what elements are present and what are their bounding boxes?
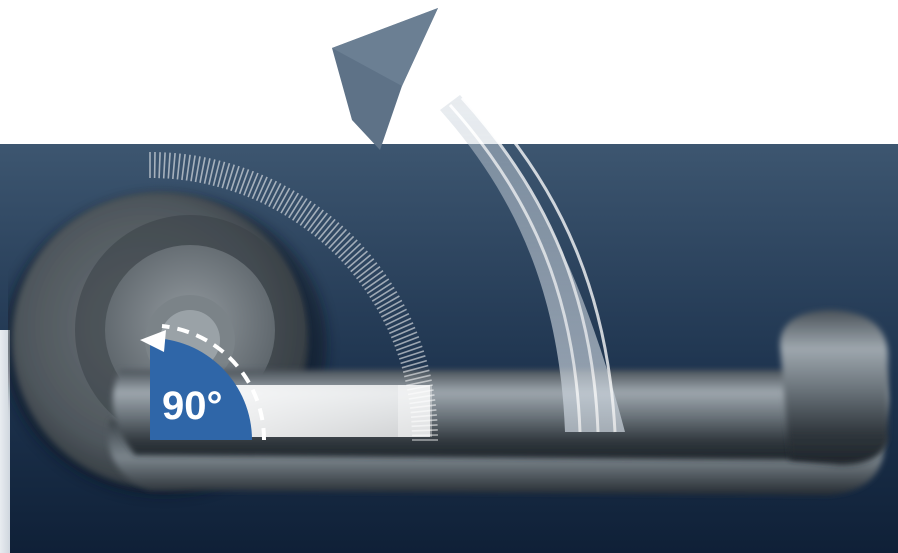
- lever-end: [780, 310, 888, 465]
- angle-label: 90°: [162, 386, 223, 426]
